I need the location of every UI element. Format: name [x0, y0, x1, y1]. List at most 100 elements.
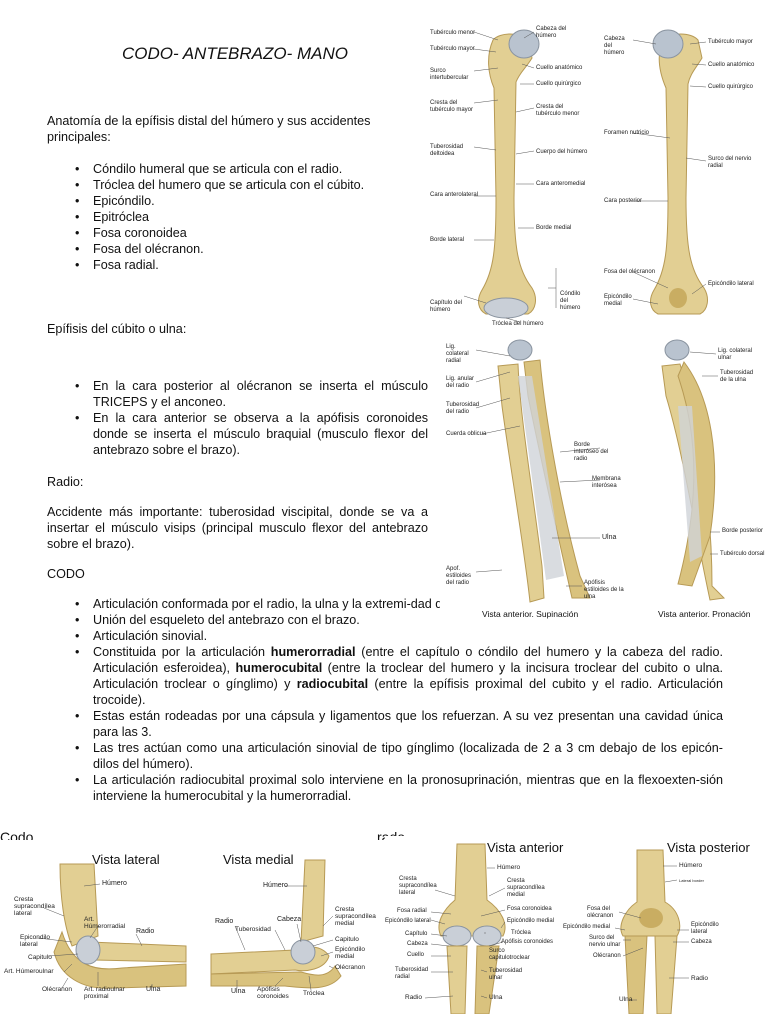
- text-run: Articulación sinovial.: [93, 629, 208, 643]
- label-ant-epicondilo-lat: Epicóndilo lateral: [385, 918, 431, 924]
- forearm-illustration: [475, 339, 726, 603]
- label-surco-intertubercular: Surco intertubercular: [430, 68, 469, 81]
- label-membrana-interosea: Membrana interósea: [592, 476, 621, 489]
- label-cabeza-humero-post: Cabeza del húmero: [604, 36, 625, 56]
- label-ulna: Ulna: [602, 534, 617, 541]
- humerus-list: Cóndilo humeral que se articula con el r…: [47, 161, 427, 273]
- label-med-humero: Húmero: [263, 882, 288, 889]
- label-cuerda-oblicua: Cuerda oblicua: [446, 431, 487, 437]
- list-item: En la cara posterior al olécranon se ins…: [47, 378, 428, 410]
- elbow-medial-title: Vista medial: [223, 852, 294, 867]
- bold-term: humerocubital: [235, 661, 323, 675]
- label-med-ulna: Ulna: [231, 988, 246, 995]
- elbow-posterior-title: Vista posterior: [667, 840, 750, 855]
- label-post-lateral-border: Lateral border: [679, 878, 704, 883]
- label-lat-art-radioulnar: Art. radioulnar proximal: [84, 986, 125, 1000]
- label-ant-humero: Húmero: [497, 864, 521, 871]
- list-item: Unión del esqueleto del antebrazo con el…: [47, 612, 723, 628]
- list-item: En la cara anterior se observa a la apóf…: [47, 410, 428, 458]
- label-ant-tuberosidad-ulnar: Tuberosidad ulnar: [489, 968, 523, 981]
- label-cuerpo-humero: Cuerpo del húmero: [536, 149, 588, 155]
- cut-heading-codo: Codo: [0, 830, 34, 840]
- label-ant-epicondilo-med: Epicóndilo medial: [507, 918, 555, 924]
- ulna-heading: Epífisis del cúbito o ulna:: [47, 322, 187, 336]
- label-cara-posterior: Cara posterior: [604, 198, 643, 204]
- list-item: Tróclea del humero que se articula con e…: [47, 177, 427, 193]
- elbow-posterior-illustration: [614, 849, 689, 1014]
- label-tuberosidad-deltoidea: Tuberosidad deltoidea: [430, 144, 464, 157]
- label-apof-estiloides-radio: Apof. estiloides del radio: [446, 566, 472, 586]
- elbow-medial-figure: Vista medial Húmero Radio Tuberosidad Ca…: [205, 846, 376, 1010]
- list-item: Las tres actúan como una articulación si…: [47, 740, 723, 772]
- label-tuberosidad-radio: Tuberosidad del radio: [446, 402, 480, 415]
- text-run: Constituida por la articulación: [93, 645, 271, 659]
- elbow-anterior-title: Vista anterior: [487, 840, 564, 855]
- list-item: Fosa coronoidea: [47, 225, 427, 241]
- label-surco-nervio-radial: Surco del nervio radial: [708, 156, 752, 169]
- label-cuello-quirurgico-post: Cuello quirúrgico: [708, 84, 754, 90]
- page-title: CODO- ANTEBRAZO- MANO: [121, 44, 349, 63]
- humerus-figure: Tubérculo menor Tubérculo mayor Surco in…: [428, 18, 758, 333]
- label-lat-humero: Húmero: [102, 880, 127, 887]
- label-ant-cresta-med: Cresta supracondílea medial: [507, 878, 545, 898]
- label-ant-cresta-lat: Cresta supracondílea lateral: [399, 876, 437, 896]
- label-post-radio: Radio: [691, 975, 708, 982]
- label-borde-medial: Borde medial: [536, 225, 572, 231]
- label-ant-tuberosidad-radial: Tuberosidad radial: [395, 967, 429, 980]
- bold-term: radiocubital: [296, 677, 369, 691]
- label-med-radio: Radio: [215, 918, 234, 925]
- label-lig-colateral-radial: Lig. colateral radial: [446, 344, 469, 364]
- humerus-illustration: [463, 29, 708, 323]
- label-med-tuberosidad: Tuberosidad: [235, 926, 271, 933]
- label-troclea-humero: Tróclea del húmero: [492, 321, 544, 327]
- caption-pronacion: Vista anterior. Pronación: [658, 609, 751, 619]
- label-post-ulna: Ulna: [619, 996, 633, 1003]
- codo-heading: CODO: [47, 567, 85, 581]
- label-ant-fosa-coronoidea: Fosa coronoidea: [507, 906, 552, 912]
- text-run: (entre la epífisis proximal del cubito y…: [93, 677, 723, 707]
- label-cresta-tuberculo-menor: Cresta del tubérculo menor: [536, 104, 580, 117]
- label-post-fosa-olecranon: Fosa del olécranon: [587, 906, 614, 919]
- text-run: Unión del esqueleto del antebrazo con el…: [93, 613, 360, 627]
- text-run: Estas están rodeadas por una cápsula y l…: [93, 709, 723, 739]
- label-tuberculo-menor: Tubérculo menor: [430, 30, 476, 36]
- list-item: Constituida por la articulación humerorr…: [47, 644, 723, 708]
- label-post-humero: Húmero: [679, 862, 703, 869]
- list-item: Epicóndilo.: [47, 193, 427, 209]
- label-lat-art-humeroulnar: Art. Húmeroulnar: [4, 968, 54, 975]
- elbow-anterior-figure: Vista anterior Húmero Cresta supracondíl…: [385, 836, 585, 1014]
- label-med-troclea: Tróclea: [303, 990, 325, 997]
- label-med-epicondilo: Epicóndilo medial: [335, 946, 365, 960]
- label-post-epicondilo-lat: Epicóndilo lateral: [691, 922, 719, 935]
- label-borde-interoseo: Borde interóseo del radio: [574, 442, 609, 462]
- label-med-olecranon: Olécranon: [335, 964, 365, 971]
- label-cabeza-humero: Cabeza del húmero: [536, 26, 567, 39]
- ulna-list: En la cara posterior al olécranon se ins…: [47, 378, 428, 458]
- bold-term: humerorradial: [270, 645, 356, 659]
- list-item: Articulación conformada por el radio, la…: [47, 596, 723, 612]
- label-med-capitulo: Capitulo: [335, 936, 359, 943]
- elbow-lateral-title: Vista lateral: [92, 852, 160, 867]
- label-apof-estiloides-ulna: Apófisis estiloides de la ulna: [584, 580, 624, 600]
- list-item: Cóndilo humeral que se articula con el r…: [47, 161, 427, 177]
- forearm-figure: Lig. colateral radial Lig. anular del ra…: [440, 336, 764, 626]
- label-epicondilo-lateral: Epicóndilo lateral: [708, 281, 754, 287]
- label-lat-capitulo: Capitulo: [28, 954, 52, 961]
- label-post-epicondilo-med: Epicóndilo medial: [563, 924, 611, 930]
- label-capitulo-humero: Capítulo del húmero: [430, 300, 463, 313]
- elbow-medial-illustration: [210, 859, 342, 991]
- label-med-cabeza: Cabeza: [277, 916, 302, 923]
- label-lat-radio: Radio: [136, 928, 155, 935]
- label-cara-anterolateral: Cara anterolateral: [430, 192, 479, 198]
- text-run: Articulación conformada por el radio, la…: [93, 597, 535, 611]
- label-med-apof-coronoides: Apófisis coronoides: [257, 986, 289, 1000]
- label-post-cabeza: Cabeza: [691, 939, 712, 945]
- label-ant-surco: Surco capitulotroclear: [489, 948, 530, 961]
- label-lat-ulna: Ulna: [146, 986, 161, 993]
- text-run: (entre la troclear del humero y la incis…: [93, 661, 723, 691]
- label-ant-apof-coronoides: Apófisis coronoides: [501, 939, 554, 945]
- label-cuello-anatomico: Cuello anatómico: [536, 65, 583, 71]
- label-ant-cabeza: Cabeza: [407, 941, 428, 947]
- list-item: Fosa del olécranon.: [47, 241, 427, 257]
- list-item: Fosa radial.: [47, 257, 427, 273]
